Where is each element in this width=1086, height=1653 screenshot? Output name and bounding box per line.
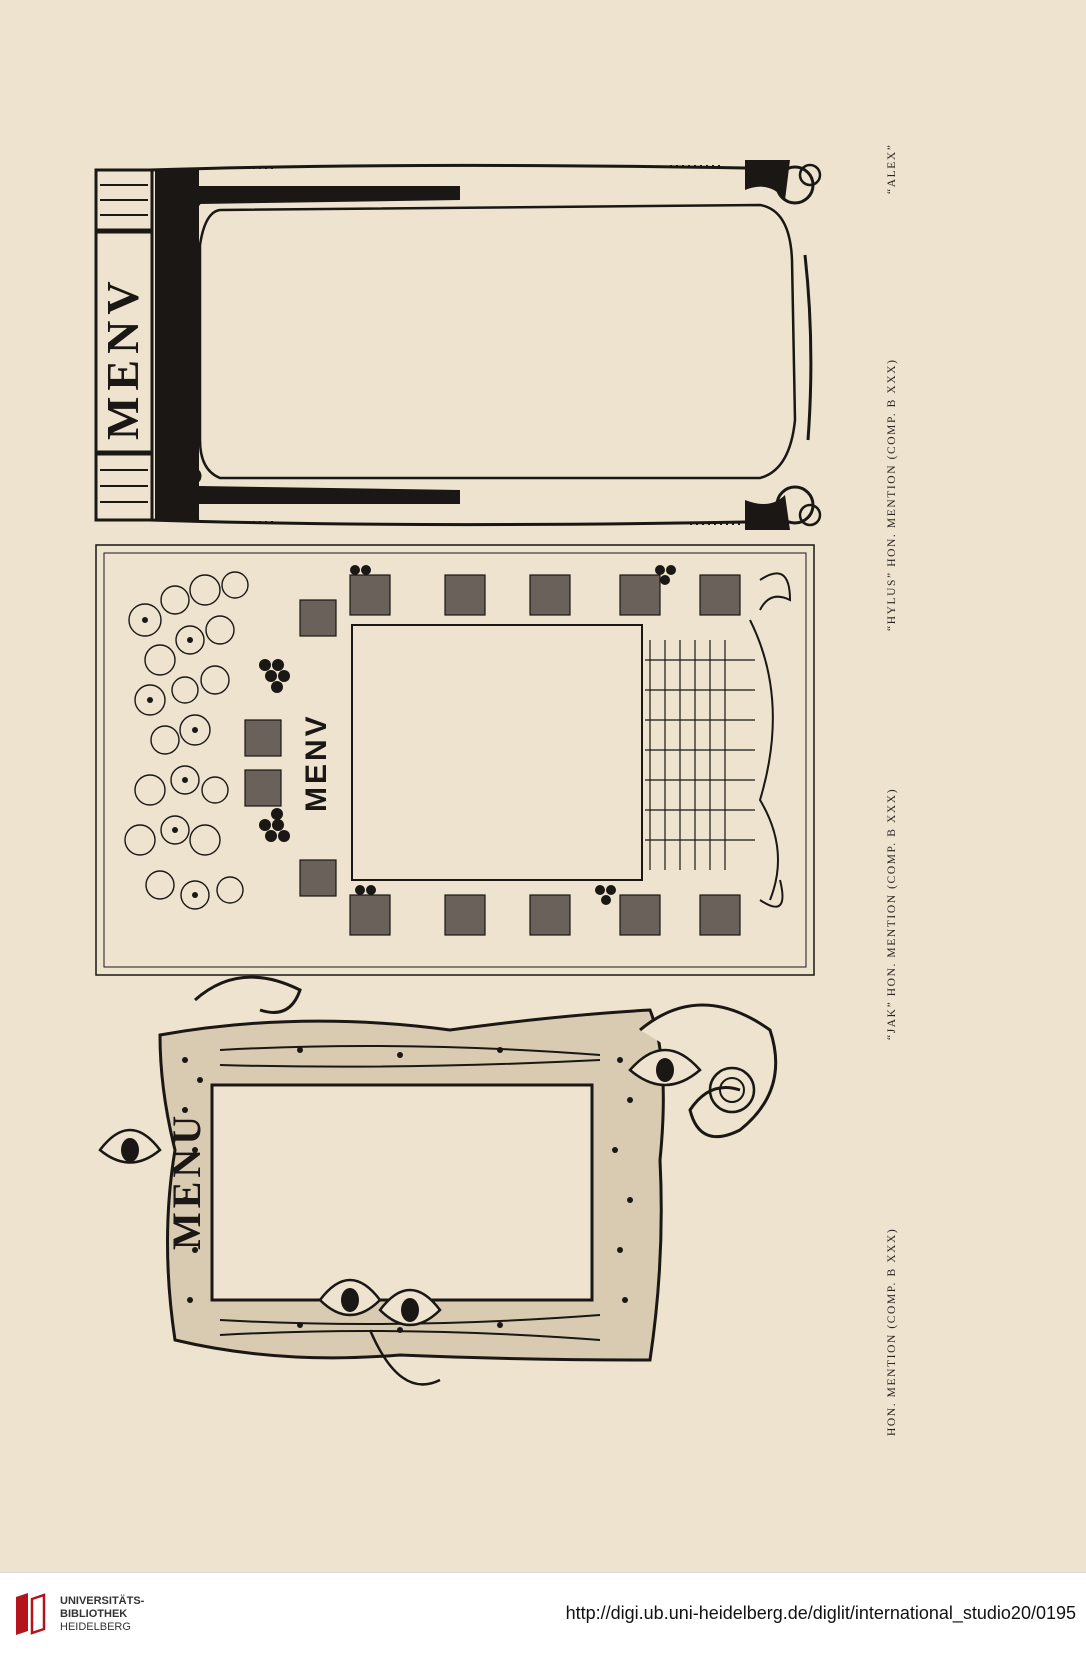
- library-line-1: UNIVERSITÄTS-: [60, 1594, 145, 1607]
- library-name: UNIVERSITÄTS- BIBLIOTHEK HEIDELBERG: [60, 1595, 144, 1634]
- alex-menu-word: MENU: [164, 1112, 209, 1250]
- library-logo[interactable]: UNIVERSITÄTS- BIBLIOTHEK HEIDELBERG: [12, 1591, 162, 1637]
- artwork: MENV: [94, 160, 822, 1386]
- viewer-footer: UNIVERSITÄTS- BIBLIOTHEK HEIDELBERG http…: [0, 1572, 1086, 1653]
- scanned-page: MENV: [94, 143, 898, 1436]
- jak-menu-word: MENV: [300, 713, 333, 812]
- hylus-menu-frame: [94, 160, 822, 530]
- library-line-2: BIBLIOTHEK: [60, 1607, 128, 1620]
- permalink-url[interactable]: http://digi.ub.uni-heidelberg.de/diglit/…: [565, 1603, 1076, 1623]
- jak-menu-card: [95, 544, 815, 976]
- alex-menu-frame: [98, 975, 778, 1386]
- hylus-menu-word: MENV: [97, 275, 148, 440]
- library-line-3: HEIDELBERG: [60, 1620, 131, 1633]
- library-logo-icon: [16, 1593, 46, 1635]
